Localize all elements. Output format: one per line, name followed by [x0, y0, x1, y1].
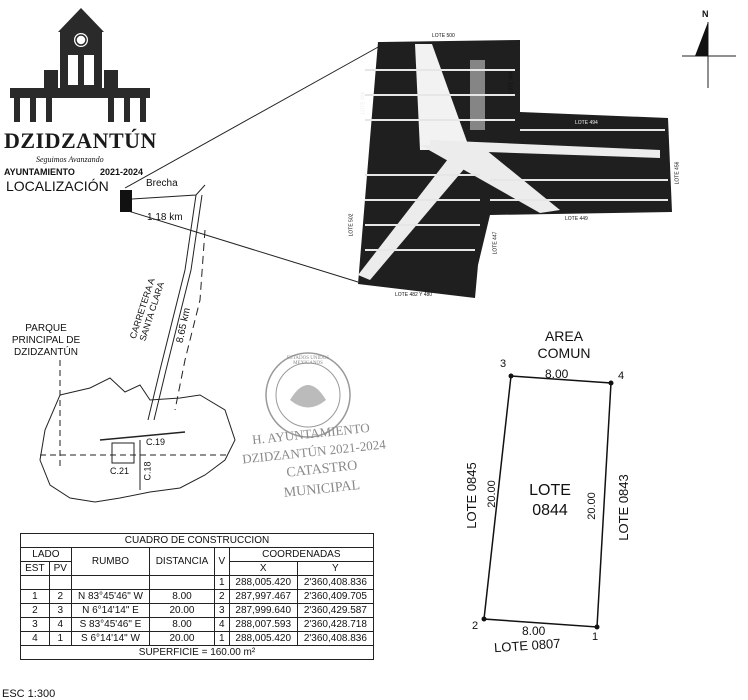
town-outline — [39, 377, 236, 503]
header-y: Y — [296, 561, 375, 576]
brecha-marker — [120, 190, 132, 212]
logo-period: 2021-2024 — [100, 167, 144, 177]
header-lado: LADO — [20, 547, 72, 562]
site-lote-label: LOTE 449 — [565, 216, 588, 222]
cell-distancia: 20.00 — [149, 603, 215, 618]
table-row: 2 3 N 6°14'14" E 20.00 3 287,999.640 2'3… — [20, 603, 375, 618]
cell-v: 2 — [213, 589, 230, 604]
cell-est: 3 — [20, 617, 50, 632]
cell-rumbo: S 83°45'46" E — [70, 617, 151, 632]
side-left: 20.00 — [485, 480, 498, 508]
vertex-label: 1 — [592, 631, 599, 643]
cell-x: 288,007.593 — [228, 617, 298, 632]
left-neighbor: LOTE 0845 — [463, 462, 479, 529]
seal-icon — [265, 352, 351, 438]
logo-title: DZIDZANTÚN — [4, 128, 157, 153]
cell-pv: 3 — [48, 603, 72, 618]
site-lote-label: LOTE 482 Y 480 — [395, 292, 433, 298]
lote-name: LOTE 0844 — [529, 482, 571, 519]
vertex-label: 4 — [618, 370, 625, 382]
cell-distancia: 20.00 — [149, 631, 215, 646]
cell-v: 1 — [213, 631, 230, 646]
cell-y: 2'360,409.705 — [296, 589, 375, 604]
header-pv: PV — [48, 561, 72, 576]
table-row: 1 288,005.420 2'360,408.836 — [20, 575, 375, 590]
cell-est: 1 — [20, 589, 50, 604]
cell-est: 4 — [20, 631, 50, 646]
side-right: 20.00 — [585, 492, 598, 520]
cell-y: 2'360,429.587 — [296, 603, 375, 618]
cell-y: 2'360,428.718 — [296, 617, 375, 632]
cell-pv: 4 — [48, 617, 72, 632]
cell-x: 288,005.420 — [228, 575, 298, 590]
logo-building-icon — [10, 8, 150, 122]
cell-v: 3 — [213, 603, 230, 618]
site-lote-label: LOTE 494 — [575, 120, 598, 126]
table-row: 3 4 S 83°45'46" E 8.00 4 288,007.593 2'3… — [20, 617, 375, 632]
logo-ayuntamiento: AYUNTAMIENTO — [4, 167, 75, 177]
site-lote-label: LOTE 484 — [508, 71, 515, 95]
header-v: V — [213, 547, 230, 576]
cell-pv: 2 — [48, 589, 72, 604]
header-est: EST — [20, 561, 50, 576]
scale-label: ESC 1:300 — [2, 688, 56, 700]
cell-est: 2 — [20, 603, 50, 618]
parque-block — [111, 442, 135, 464]
cell-y: 2'360,408.836 — [296, 631, 375, 646]
cell-x: 288,005.420 — [228, 631, 298, 646]
site-lote-label: LOTE 502 — [348, 213, 355, 237]
cell-x: 287,997.467 — [228, 589, 298, 604]
site-plan — [358, 40, 672, 298]
table-row: 4 1 S 6°14'14" W 20.00 1 288,005.420 2'3… — [20, 631, 375, 646]
right-neighbor: LOTE 0843 — [615, 474, 631, 541]
logo-subtitle: Seguimos Avanzando — [36, 155, 104, 164]
cell-distancia: 8.00 — [149, 589, 215, 604]
localizacion-label: LOCALIZACIÓN — [6, 178, 109, 194]
north-arrow-icon — [682, 22, 736, 88]
north-label: N — [702, 9, 709, 19]
table-row: 1 2 N 83°45'46" W 8.00 2 287,997.467 2'3… — [20, 589, 375, 604]
brecha-distance: 1.18 km — [147, 212, 183, 223]
area-comun-label: AREA COMUN — [537, 328, 591, 361]
cell-x: 287,999.640 — [228, 603, 298, 618]
street-c19: C.19 — [146, 437, 166, 447]
header-rumbo: RUMBO — [70, 547, 151, 576]
cell-v: 4 — [213, 617, 230, 632]
site-lote-label: LOTE 447 — [492, 231, 499, 255]
cell-distancia: 8.00 — [149, 617, 215, 632]
vertex-label: 3 — [500, 358, 507, 370]
brecha-label: Brecha — [146, 178, 178, 189]
superficie: SUPERFICIE = 160.00 m² — [20, 645, 374, 660]
site-lote-label: LOTE 500 — [432, 33, 455, 39]
cell-v: 1 — [213, 575, 230, 590]
street-c18: C.18 — [142, 461, 153, 481]
side-top: 8.00 — [545, 367, 569, 381]
cell-rumbo: N 6°14'14" E — [70, 603, 151, 618]
header-x: X — [228, 561, 298, 576]
street-c21: C.21 — [110, 466, 130, 476]
side-bottom: 8.00 — [522, 624, 546, 638]
cell-y: 2'360,408.836 — [296, 575, 375, 590]
construction-table: CUADRO DE CONSTRUCCION LADO RUMBO DISTAN… — [20, 533, 375, 660]
site-lote-label: LOTE 498 — [360, 91, 367, 115]
cell-rumbo: N 83°45'46" W — [70, 589, 151, 604]
vertex-label: 2 — [472, 620, 479, 632]
seal-text: ESTADOS UNIDOS MEXICANOS — [286, 356, 330, 366]
site-lote-label: LOTE 456 — [674, 161, 681, 185]
cell-pv: 1 — [48, 631, 72, 646]
table-title: CUADRO DE CONSTRUCCION — [20, 533, 374, 548]
header-coordenadas: COORDENADAS — [228, 547, 375, 562]
cell-rumbo: S 6°14'14" W — [70, 631, 151, 646]
parque-label: PARQUE PRINCIPAL DE DZIDZANTÚN — [11, 323, 81, 358]
header-distancia: DISTANCIA — [149, 547, 215, 576]
